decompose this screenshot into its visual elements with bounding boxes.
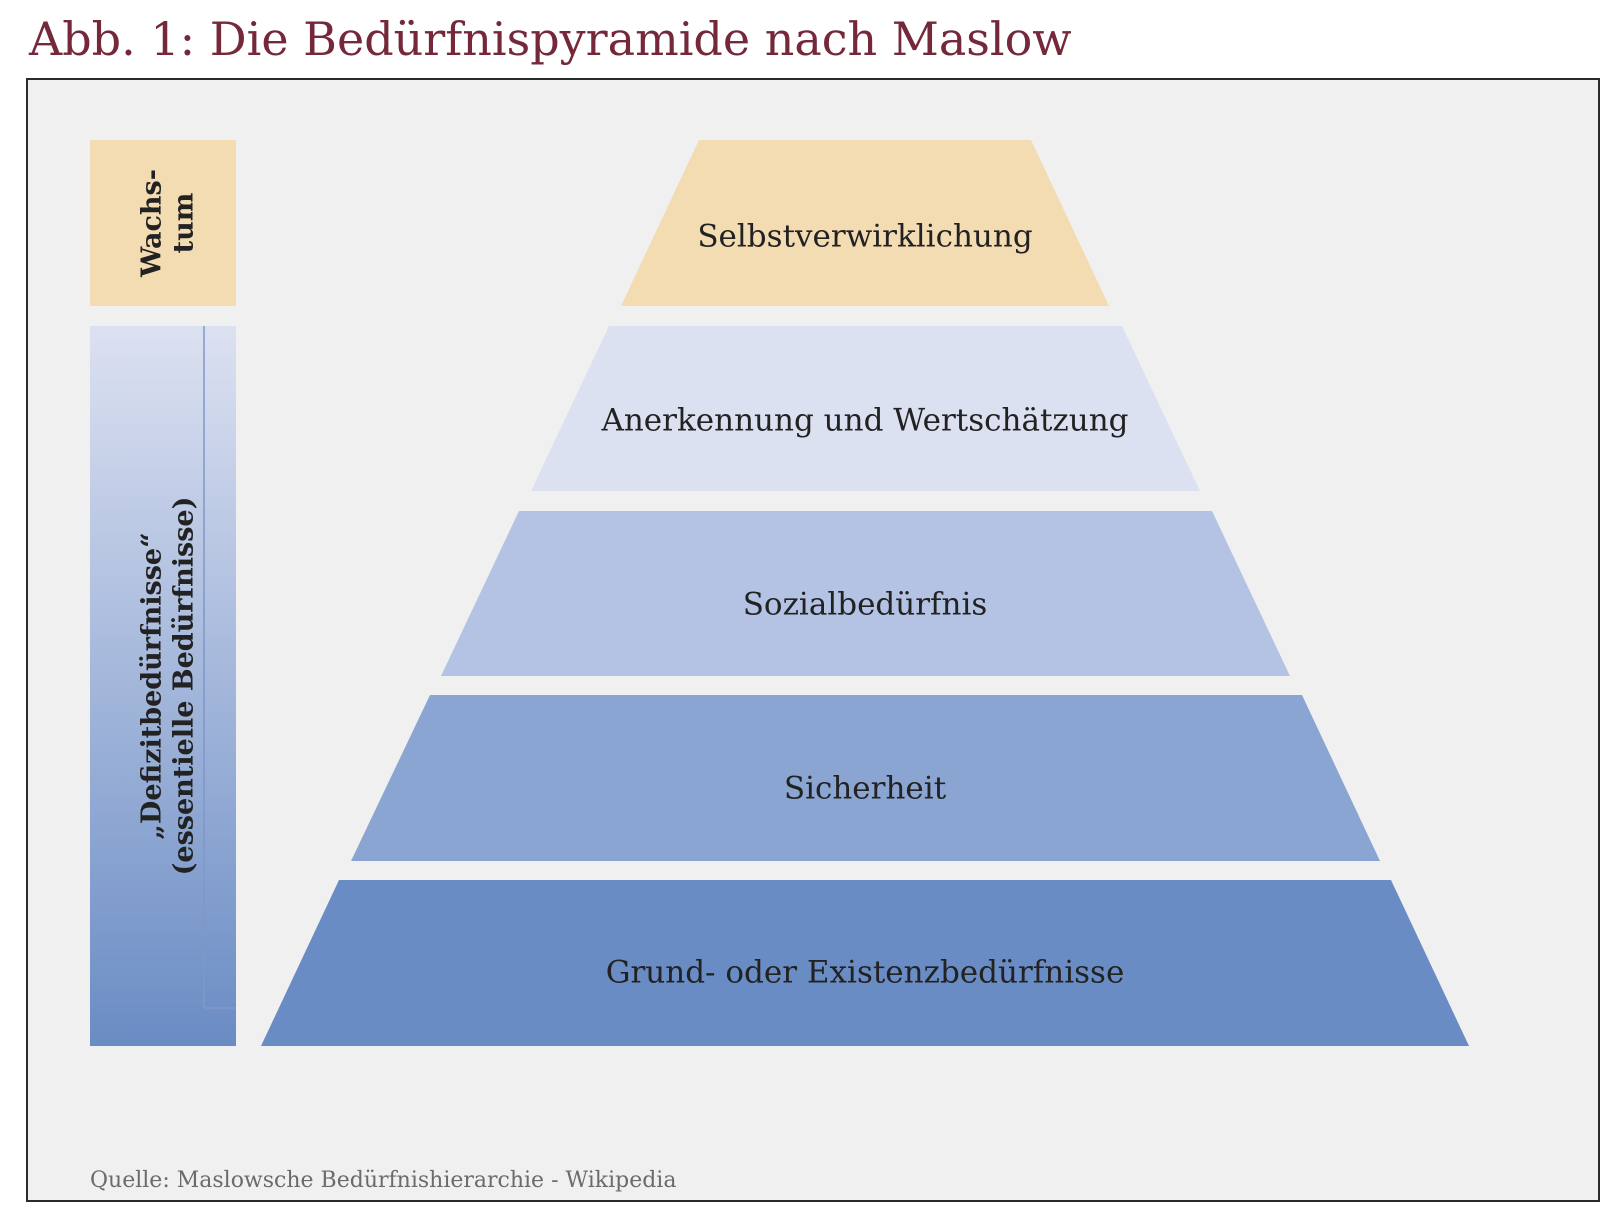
deficit-label-line1: „Defizitbedürfnisse“ [137, 532, 168, 839]
pyramid-level-esteem [531, 326, 1200, 491]
growth-label-line1: Wachs- [137, 169, 168, 278]
diagram-frame: Wachs- tum „Defizitbedürfnisse“ (essenti… [26, 78, 1600, 1202]
pyramid-level-physiological [261, 880, 1469, 1046]
growth-bar [90, 140, 236, 306]
pyramid-level-social-label: Sozialbedürfnis [743, 587, 988, 623]
pyramid-level-self-actualization [621, 140, 1109, 306]
growth-label-line2: tum [169, 193, 200, 254]
pyramid-level-safety [351, 695, 1380, 861]
deficit-label-line2: (essentielle Bedürfnisse) [169, 497, 200, 876]
pyramid-level-esteem-label: Anerkennung und Wertschätzung [600, 403, 1128, 439]
pyramid-diagram: Wachs- tum „Defizitbedürfnisse“ (essenti… [90, 140, 1469, 1046]
pyramid-level-social [441, 511, 1290, 676]
pyramid-level-safety-label: Sicherheit [784, 771, 947, 807]
source-note: Quelle: Maslowsche Bedürfnishierarchie -… [90, 1168, 677, 1193]
deficit-bar [90, 326, 236, 1046]
figure-title: Abb. 1: Die Bedürfnispyramide nach Maslo… [29, 12, 1072, 66]
pyramid-level-physiological-label: Grund- oder Existenzbedürfnisse [606, 955, 1125, 991]
pyramid-level-self-actualization-label: Selbstverwirklichung [697, 219, 1032, 255]
